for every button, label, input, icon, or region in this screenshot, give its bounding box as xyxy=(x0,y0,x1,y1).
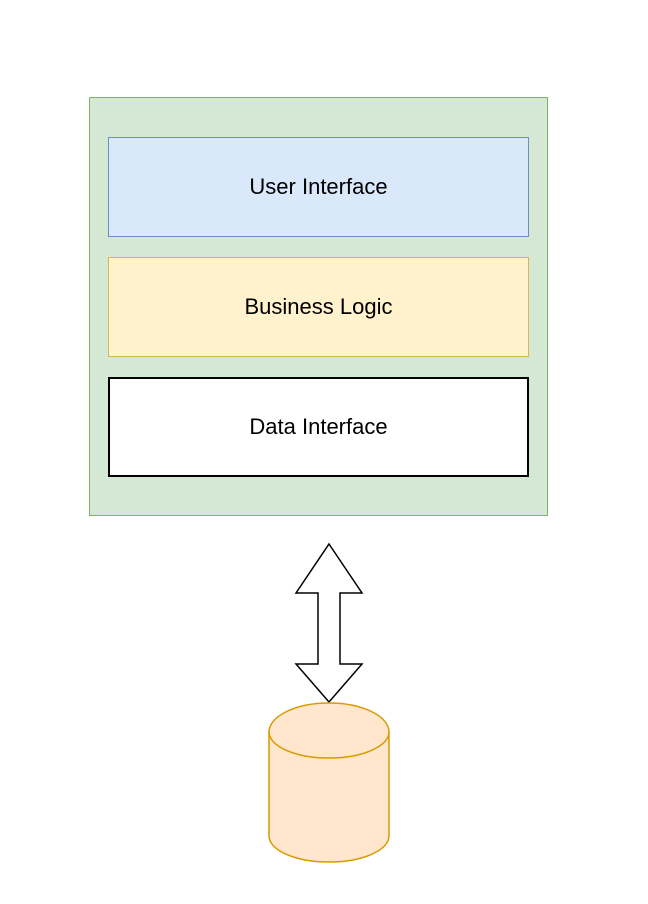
data-interface-layer: Data Interface xyxy=(108,377,529,477)
user-interface-layer: User Interface xyxy=(108,137,529,237)
database-body xyxy=(268,702,390,863)
user-interface-label: User Interface xyxy=(249,174,388,199)
database-top-rim xyxy=(268,731,390,759)
business-logic-label: Business Logic xyxy=(244,294,393,319)
database-cylinder-icon xyxy=(268,702,390,863)
bidirectional-arrow-icon xyxy=(294,542,364,704)
data-interface-label: Data Interface xyxy=(249,414,388,439)
business-logic-layer: Business Logic xyxy=(108,257,529,357)
